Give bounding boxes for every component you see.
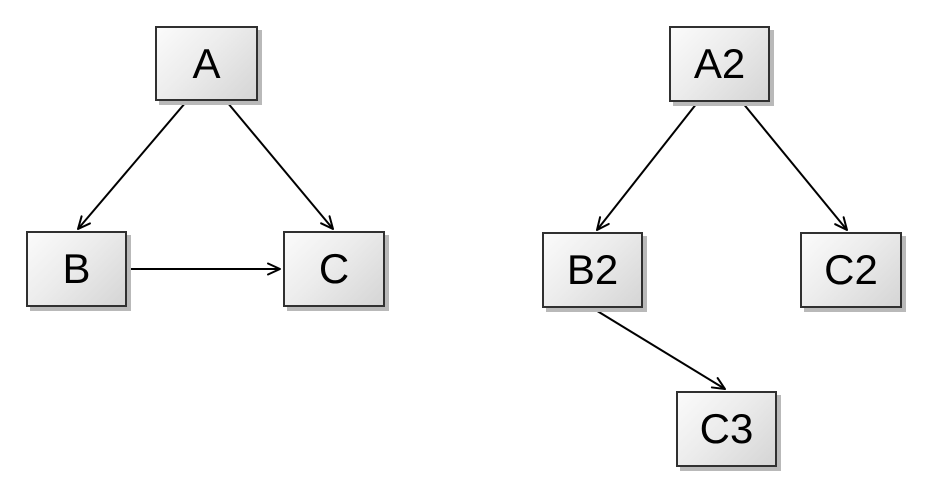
edge-a-c xyxy=(226,101,334,230)
node-a: A xyxy=(155,26,258,101)
edge-a2-c2 xyxy=(741,101,848,231)
node-c: C xyxy=(283,231,385,307)
node-b2: B2 xyxy=(542,232,643,308)
node-c3: C3 xyxy=(676,391,777,467)
edge-b2-c3 xyxy=(593,308,726,390)
node-c2: C2 xyxy=(800,232,902,308)
node-b: B xyxy=(26,231,127,307)
node-a2: A2 xyxy=(669,26,770,102)
edge-a-b xyxy=(77,101,187,230)
edge-a2-b2 xyxy=(596,102,698,231)
